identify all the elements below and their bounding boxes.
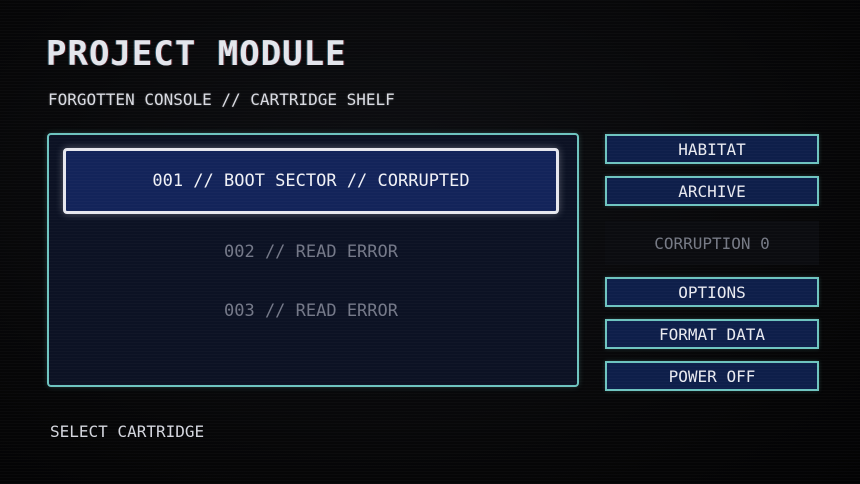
archive-button[interactable]: ARCHIVE: [605, 176, 819, 206]
cartridge-slot-002[interactable]: 002 // READ ERROR: [224, 242, 398, 262]
habitat-button[interactable]: HABITAT: [605, 134, 819, 164]
cartridge-slot-003[interactable]: 003 // READ ERROR: [224, 301, 398, 321]
cartridge-slot-001[interactable]: 001 // BOOT SECTOR // CORRUPTED: [63, 148, 559, 214]
power-off-button[interactable]: POWER OFF: [605, 361, 819, 391]
page-title: PROJECT MODULE: [46, 34, 347, 74]
page-subtitle: FORGOTTEN CONSOLE // CARTRIDGE SHELF: [48, 90, 395, 109]
cartridge-list: 001 // BOOT SECTOR // CORRUPTED 002 // R…: [47, 133, 579, 387]
options-button[interactable]: OPTIONS: [605, 277, 819, 307]
format-data-button[interactable]: FORMAT DATA: [605, 319, 819, 349]
corruption-counter: CORRUPTION 0: [605, 221, 819, 265]
footer-hint: SELECT CARTRIDGE: [50, 422, 205, 441]
